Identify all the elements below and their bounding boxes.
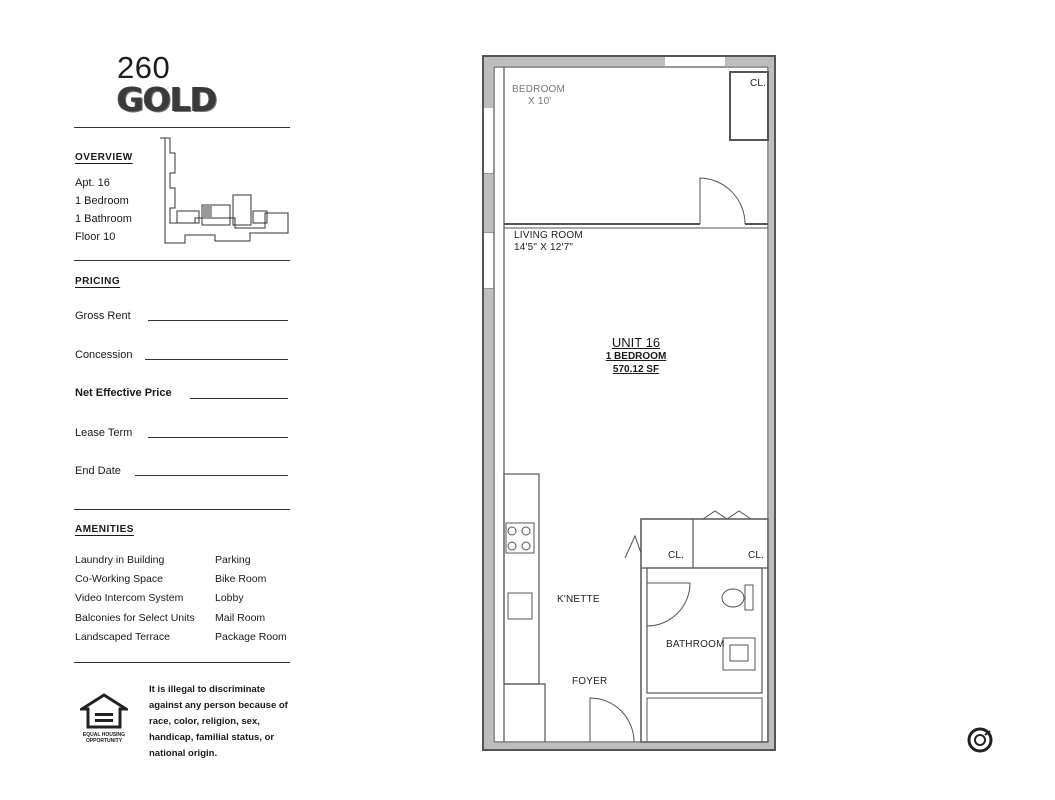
living-room-label: LIVING ROOM: [514, 230, 583, 241]
bedroom-count: 1 Bedroom: [75, 195, 129, 207]
amenity-item: Parking: [215, 554, 251, 566]
foyer-label: FOYER: [572, 676, 608, 687]
amenity-item: Video Intercom System: [75, 592, 184, 604]
closet-label: CL.: [668, 550, 685, 561]
amenity-item: Lobby: [215, 592, 244, 604]
unit-title: UNIT 16: [611, 335, 661, 350]
unit-type: 1 BEDROOM: [605, 351, 667, 362]
amenity-item: Landscaped Terrace: [75, 631, 170, 643]
divider: [74, 662, 290, 663]
divider: [74, 127, 290, 128]
overview-heading: OVERVIEW: [75, 152, 133, 163]
amenity-item: Package Room: [215, 631, 287, 643]
bedroom-dimensions: X 10': [528, 96, 552, 107]
net-effective-price-field[interactable]: [190, 398, 288, 399]
closet-label: CL.: [748, 550, 765, 561]
pricing-heading: PRICING: [75, 276, 121, 287]
divider: [74, 509, 290, 510]
unit-highlight: [203, 205, 212, 217]
bathroom-count: 1 Bathroom: [75, 213, 132, 225]
amenity-item: Laundry in Building: [75, 554, 165, 566]
building-key-plan: [160, 137, 289, 244]
end-date-label: End Date: [75, 465, 121, 477]
divider: [74, 260, 290, 261]
bedroom-closet-label: CL.: [750, 78, 767, 89]
brand-number: 260: [117, 50, 171, 85]
living-room-dimensions: 14'5" X 12'7": [514, 242, 574, 253]
amenity-item: Balconies for Select Units: [75, 612, 195, 624]
brand-corner-logo-icon: [967, 727, 993, 753]
floor-number: Floor 10: [75, 231, 116, 243]
lease-term-field[interactable]: [148, 437, 288, 438]
gross-rent-field[interactable]: [148, 320, 288, 321]
bedroom-label: BEDROOM: [512, 84, 566, 95]
equal-housing-bottom: OPPORTUNITY: [85, 738, 123, 744]
kitchenette-label: K'NETTE: [557, 594, 600, 605]
concession-label: Concession: [75, 349, 133, 361]
amenities-heading: AMENITIES: [75, 524, 134, 535]
equal-housing-caption: EQUAL HOUSING OPPORTUNITY: [76, 732, 132, 744]
amenity-item: Bike Room: [215, 573, 267, 585]
brand-wordmark: GOLD: [117, 80, 218, 119]
amenity-item: Mail Room: [215, 612, 266, 624]
fair-housing-notice: It is illegal to discriminate against an…: [149, 684, 288, 759]
gross-rent-label: Gross Rent: [75, 310, 131, 322]
bathroom-label: BATHROOM: [666, 639, 725, 650]
apt-number: Apt. 16: [75, 177, 110, 189]
floor-plan: [482, 55, 776, 751]
equal-housing-top: EQUAL HOUSING: [82, 732, 126, 738]
end-date-field[interactable]: [135, 475, 288, 476]
concession-field[interactable]: [145, 359, 288, 360]
equal-housing-house-icon: [80, 693, 128, 729]
amenity-item: Co-Working Space: [75, 573, 163, 585]
lease-term-label: Lease Term: [75, 427, 133, 439]
unit-area: 570.12 SF: [612, 364, 660, 375]
net-effective-price-label: Net Effective Price: [75, 387, 172, 399]
